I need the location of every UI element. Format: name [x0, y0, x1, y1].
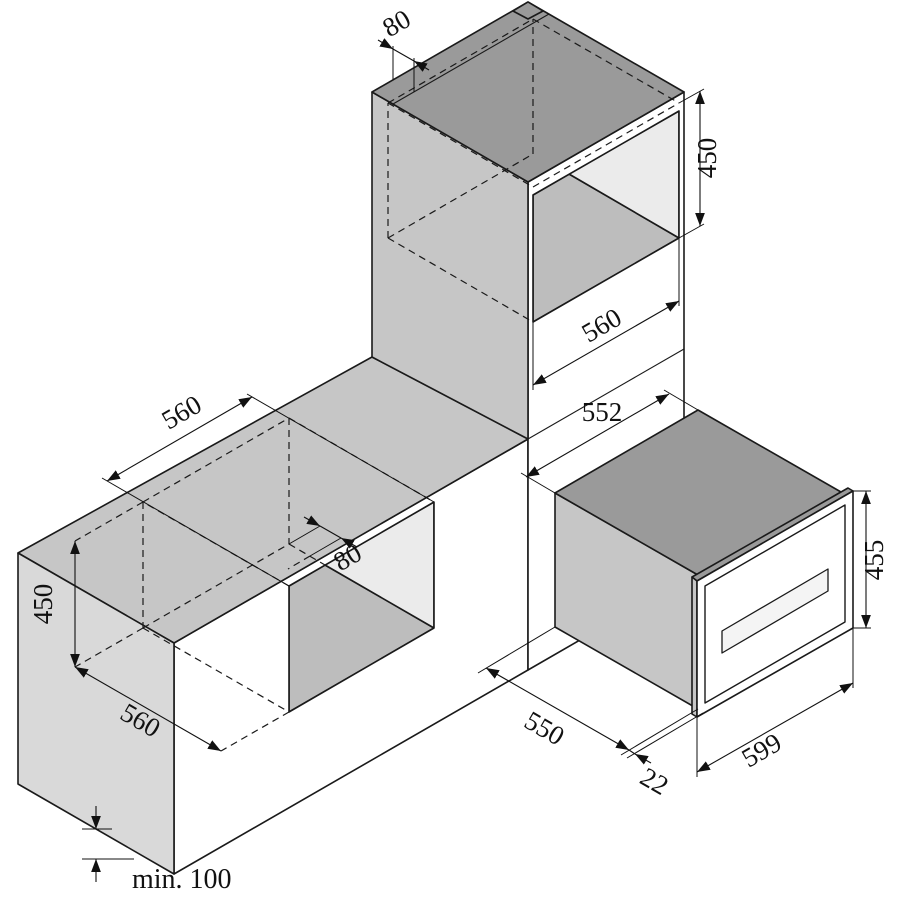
dim-label-cutout-width: 552 [582, 397, 623, 427]
hidden-edge [532, 18, 680, 104]
hidden-edge [387, 102, 534, 188]
dimension-line [696, 682, 854, 773]
extension-line [678, 223, 705, 239]
dimension-line [532, 300, 680, 386]
extension-line [220, 711, 290, 752]
extension-line [477, 626, 556, 674]
dim-label-top-rear-gap: 80 [377, 3, 415, 42]
dimension-line [74, 666, 222, 752]
back-panel-step [512, 1, 544, 20]
dim-label-upper-niche-height: 450 [692, 138, 722, 179]
dimension-line [485, 667, 630, 751]
dim-door-protrusion: 22 [626, 712, 704, 801]
extension-line [101, 477, 290, 587]
dimension-arrow [340, 537, 358, 549]
top-gap-strip-line [392, 13, 550, 105]
hidden-edge [287, 555, 311, 570]
extension-line [663, 389, 699, 411]
hidden-edge [387, 153, 534, 239]
extension-line [74, 627, 144, 668]
hidden-edge [288, 543, 326, 566]
dim-cutout-width: 552 [520, 389, 699, 494]
extension-line [288, 525, 321, 545]
dimension-line [392, 48, 415, 62]
dim-plinth-clearance: min. 100 [82, 806, 232, 895]
dim-label-door-protrusion: 22 [635, 761, 673, 800]
dimension-line [525, 393, 670, 478]
extension-line [309, 537, 342, 557]
base-cabinet [17, 356, 529, 875]
tall-cabinet-top-face [371, 1, 685, 183]
oven-door-inner-frame [704, 504, 846, 704]
dimension-arrow [413, 60, 430, 72]
dim-label-oven-width: 599 [736, 727, 786, 773]
extension-line [626, 712, 704, 759]
compact-oven [554, 409, 854, 718]
dimension-arrow [634, 753, 652, 765]
hidden-edge [532, 102, 680, 188]
dimension-line [319, 525, 342, 539]
dim-label-base-niche-width: 560 [156, 389, 206, 435]
dimension-arrow [377, 38, 394, 50]
dimension-line [628, 749, 636, 755]
hidden-edge [387, 237, 534, 323]
oven-door-handle-slot [721, 568, 829, 654]
dimension-arrow [303, 515, 321, 527]
dim-label-plinth-clearance: min. 100 [132, 864, 232, 895]
extension-line [246, 393, 435, 503]
hidden-edge [142, 543, 290, 629]
dim-base-niche-height: 450 [28, 541, 80, 667]
dimension-line [106, 396, 253, 482]
dim-upper-niche-height: 450 [678, 88, 722, 239]
dim-label-oven-height: 455 [859, 540, 889, 581]
dim-oven-height: 455 [853, 490, 889, 629]
hidden-edge [387, 18, 534, 104]
extension-line [620, 708, 699, 756]
dim-label-base-niche-height: 450 [28, 584, 58, 625]
extension-line [74, 501, 144, 542]
